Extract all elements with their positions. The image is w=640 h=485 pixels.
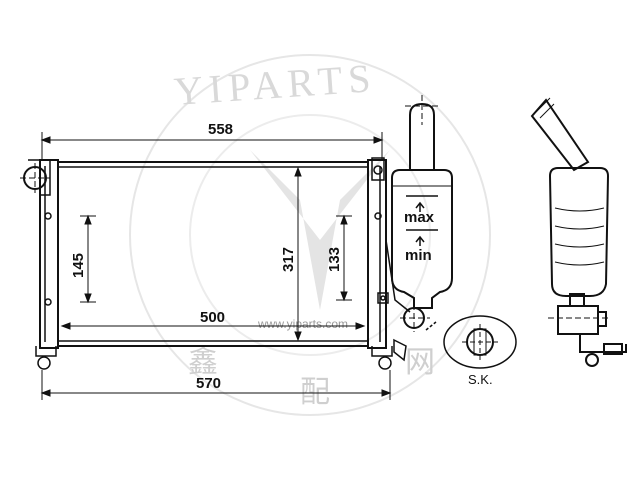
side-rib-1 <box>554 207 605 212</box>
tank-body <box>391 169 453 309</box>
dim-317-arrow-top <box>294 166 302 177</box>
sk-detail <box>443 315 517 369</box>
side-rib-2 <box>554 225 605 230</box>
side-rib-3 <box>554 243 605 248</box>
watermark-logo-v <box>250 150 390 310</box>
side-cap-line-2 <box>539 103 555 119</box>
min-label: min <box>405 247 432 264</box>
side-cap-line-1 <box>535 97 551 113</box>
dim-570-label: 570 <box>196 375 221 392</box>
dimension-lines <box>40 132 392 400</box>
side-outlet-block <box>557 305 599 335</box>
dim-145-arrow-top <box>84 214 92 225</box>
dim-317-label: 317 <box>280 247 297 272</box>
radiator-front-view <box>20 157 437 370</box>
right-drain-plug <box>377 292 389 304</box>
side-foot-pin <box>585 353 599 367</box>
side-outlet-nozzle <box>598 311 607 327</box>
watermark-ring-outer <box>129 54 491 416</box>
left-tank <box>39 159 59 349</box>
right-lower-fitting <box>393 338 407 362</box>
watermark-ring-inner <box>189 114 431 356</box>
dim-500-label: 500 <box>200 309 225 326</box>
detail-leader <box>425 321 437 331</box>
max-label: max <box>404 209 435 226</box>
side-filler-neck <box>530 98 590 172</box>
left-mount-hole-lower <box>44 298 52 306</box>
watermark-char-3: 网 <box>405 345 435 380</box>
right-bottom-bracket <box>371 346 393 357</box>
sk-detail-tab <box>473 328 487 356</box>
right-tank <box>367 159 387 349</box>
left-bottom-bracket <box>35 346 57 357</box>
sk-label: S.K. <box>468 372 493 387</box>
dim-570-arrow-right <box>381 389 392 397</box>
right-top-bracket <box>371 157 385 181</box>
dim-145-label: 145 <box>70 253 87 278</box>
right-mount-hole-upper <box>374 212 382 220</box>
right-foot-pin <box>378 356 392 370</box>
expansion-tank-front <box>391 95 453 309</box>
dim-500-arrow-left <box>60 322 71 330</box>
left-foot-pin <box>37 356 51 370</box>
side-tank-body <box>548 167 610 297</box>
sk-detail-ellipse <box>443 315 517 369</box>
dim-558-arrow-right <box>373 136 384 144</box>
dim-133-arrow-bottom <box>340 291 348 302</box>
left-mount-hole-upper <box>44 212 52 220</box>
min-arrow-icon <box>415 235 425 246</box>
dim-133-arrow-top <box>340 214 348 225</box>
right-drain-plug-hole <box>380 295 386 301</box>
right-tank-hose <box>385 239 411 313</box>
watermark-char-1: 鑫 <box>188 345 218 380</box>
watermark-url: www.yiparts.com <box>257 317 348 331</box>
expansion-tank-side-view <box>530 97 627 367</box>
tank-level-marks: max min <box>404 195 438 264</box>
dim-317-arrow-bottom <box>294 331 302 342</box>
right-top-pin <box>373 165 383 175</box>
max-arrow-icon <box>415 201 425 212</box>
dim-133-label: 133 <box>326 247 343 272</box>
dim-500-arrow-right <box>355 322 366 330</box>
side-clip <box>603 343 623 355</box>
dim-570-arrow-left <box>40 389 51 397</box>
dim-145-arrow-bottom <box>84 293 92 304</box>
dim-558-arrow-left <box>40 136 51 144</box>
watermark: YIPARTS www.yiparts.com 鑫 配 网 <box>129 54 491 416</box>
dim-558-label: 558 <box>208 121 233 138</box>
watermark-brand: YIPARTS <box>172 55 377 114</box>
side-rib-4 <box>554 261 605 266</box>
